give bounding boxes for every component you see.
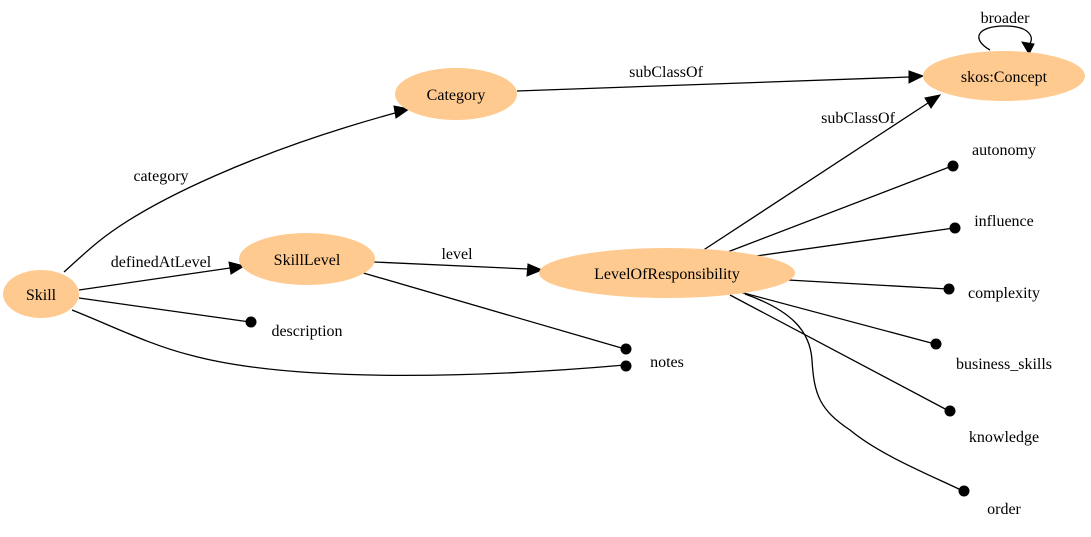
edge-label-subclassof-category: subClassOf (629, 64, 703, 81)
edge-broader (978, 25, 1035, 56)
prop-label-description: description (271, 323, 342, 340)
prop-label-influence: influence (974, 213, 1034, 230)
prop-label-order: order (987, 501, 1021, 518)
edge-skilllevel-notes (359, 271, 626, 350)
node-category[interactable]: Category (395, 68, 517, 120)
edge-label-subclassof-lor: subClassOf (821, 110, 895, 127)
edge-autonomy (724, 165, 953, 254)
edge-label-broader: broader (981, 10, 1031, 27)
notes-dot-bottom (620, 360, 632, 372)
edge-label-level: level (441, 246, 473, 263)
edge-description (78, 297, 251, 323)
prop-label-notes: notes (650, 354, 684, 371)
description-dot (245, 316, 257, 328)
edge-defined-at-level (78, 261, 246, 291)
edge-subclassof-category (516, 70, 925, 92)
node-level-of-responsibility[interactable]: LevelOfResponsibility (539, 248, 795, 298)
order-dot (958, 485, 970, 497)
business-skills-dot (930, 338, 942, 350)
prop-label-business-skills: business_skills (956, 356, 1052, 373)
prop-label-knowledge: knowledge (969, 429, 1039, 446)
node-skill-level[interactable]: SkillLevel (239, 233, 375, 285)
edge-knowledge (729, 294, 950, 412)
edge-label-category: category (133, 168, 188, 185)
edge-order (744, 293, 964, 492)
edge-level (373, 261, 544, 277)
notes-dot-top (620, 343, 632, 355)
knowledge-dot (944, 405, 956, 417)
autonomy-dot (947, 160, 959, 172)
node-skill[interactable]: Skill (3, 270, 79, 318)
prop-label-autonomy: autonomy (972, 142, 1036, 159)
node-skill-label: Skill (26, 287, 57, 304)
edge-category (63, 105, 411, 273)
prop-label-complexity: complexity (968, 285, 1040, 302)
influence-dot (949, 222, 961, 234)
edge-complexity (787, 279, 949, 290)
node-level-of-responsibility-label: LevelOfResponsibility (594, 266, 740, 283)
node-skos-concept-label: skos:Concept (961, 69, 1048, 86)
edge-business-skills (739, 291, 936, 345)
node-category-label: Category (427, 87, 486, 104)
complexity-dot (943, 283, 955, 295)
node-skill-level-label: SkillLevel (274, 252, 341, 269)
edge-skill-notes (71, 309, 626, 377)
edge-label-defined-at-level: definedAtLevel (111, 254, 212, 271)
node-skos-concept[interactable]: skos:Concept (923, 51, 1085, 101)
edge-subclassof-lor (701, 94, 942, 252)
edge-influence (741, 227, 955, 259)
